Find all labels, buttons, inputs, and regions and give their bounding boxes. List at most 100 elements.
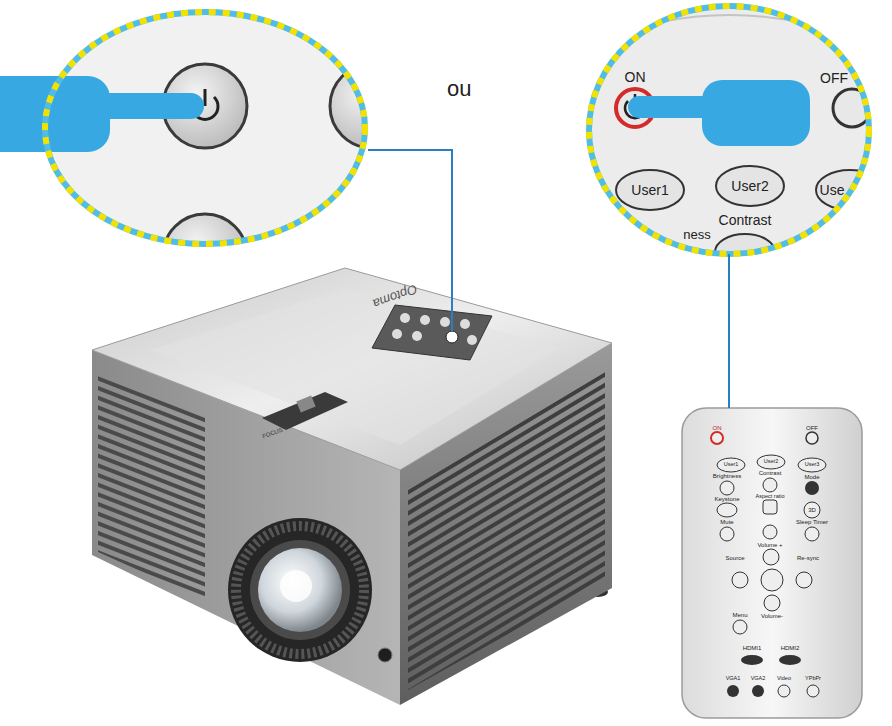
remote-button [717, 503, 737, 517]
button-label: User3 [805, 462, 820, 468]
button-label: Source [725, 555, 744, 561]
keypad-button [467, 335, 477, 345]
button-label: Use [820, 183, 845, 197]
on-button [711, 432, 723, 444]
user-button [616, 170, 684, 210]
button-label: Mode [804, 474, 819, 480]
keypad-button [163, 214, 247, 298]
callout-border [45, 12, 365, 244]
source-button [807, 685, 819, 697]
callout-border [589, 6, 869, 254]
button-label: Sleep Timer [796, 519, 828, 525]
button-label: OFF [820, 71, 848, 85]
zoom-callout-keypad [0, 8, 452, 332]
button-label: Volume + [757, 542, 782, 548]
callout-border [589, 6, 869, 254]
brand-logo: Optoma [371, 282, 419, 310]
leader-line [368, 150, 452, 332]
keypad-panel [372, 305, 492, 360]
keypad-button [420, 315, 430, 325]
button-label: ON [713, 425, 722, 431]
button-label: Re-sync [797, 555, 819, 561]
button-label: YPbPr [805, 676, 821, 682]
source-button [752, 685, 764, 697]
lens-glass [258, 548, 342, 632]
focus-ring [236, 526, 364, 654]
remote-button [805, 481, 819, 495]
lens-housing [228, 518, 372, 662]
zoom-callout: ONOFFUser1User2UseContrastness [589, 6, 869, 254]
conjunction-text: ou [447, 78, 471, 100]
remote-button [805, 527, 819, 541]
button-label: Contrast [719, 213, 772, 227]
projector-top [92, 268, 612, 470]
power-icon [204, 89, 207, 106]
button-label: Keystone [714, 496, 739, 502]
zoom-callout-remote [585, 4, 884, 270]
button-label: HDMI1 [743, 645, 762, 651]
menu-button [733, 620, 747, 634]
nav-button [763, 549, 779, 565]
button-label: Mute [720, 519, 733, 525]
keypad-button [330, 64, 414, 148]
keypad-button [440, 317, 450, 327]
button-label: VGA1 [726, 676, 741, 682]
hand-finger [88, 93, 204, 119]
button-label: Volume- [761, 613, 783, 619]
source-button [778, 685, 790, 697]
button-label: Brightness [713, 473, 741, 479]
remote-control-body [682, 408, 862, 718]
callout-border [45, 12, 365, 244]
user-button [798, 458, 826, 472]
top-panel [150, 288, 560, 445]
remote-button [763, 525, 777, 539]
remote-button [720, 481, 734, 495]
pointing-hand [0, 76, 204, 152]
power-key [446, 331, 458, 343]
off-button [806, 432, 818, 444]
lens-glare [280, 570, 312, 602]
user-button [717, 458, 745, 472]
keypad-button [460, 319, 470, 329]
remote-surface [585, 4, 875, 258]
remote-button [763, 500, 777, 514]
source-button [727, 685, 739, 697]
vent-grille [98, 372, 205, 600]
user-button [757, 455, 785, 469]
remote-control: ON OFF User1 User2User3Brightness ContrastMo… [682, 408, 862, 718]
button-label: Video [777, 676, 791, 682]
user-button [716, 166, 784, 206]
nav-button [796, 572, 812, 588]
button-label: Aspect ratio [755, 494, 784, 500]
lens-ring [250, 540, 350, 640]
focus-slider [262, 392, 348, 430]
keypad-button [392, 329, 402, 339]
enter-button [761, 569, 783, 591]
remote-button [804, 502, 820, 518]
remote-shell [682, 408, 862, 718]
nav-button [732, 572, 748, 588]
button-label: User1 [724, 462, 739, 468]
remote-button [720, 527, 734, 541]
button-label: User2 [764, 459, 779, 465]
keypad-button [400, 313, 410, 323]
hand-fist [702, 80, 810, 146]
button-label: Contrast [759, 470, 782, 476]
button-label: User1 [631, 183, 668, 197]
button-label: ON [625, 70, 646, 84]
source-button [741, 655, 763, 665]
focus-label: FOCUS [262, 427, 284, 440]
projector [92, 268, 612, 705]
button-label: ness [683, 228, 710, 241]
focus-knob [296, 395, 315, 412]
button-label: OFF [806, 425, 818, 431]
button-label: 3D [808, 507, 816, 513]
button-label: HDMI2 [781, 645, 800, 651]
pointing-hand [628, 80, 810, 146]
button-label: VGA2 [751, 676, 766, 682]
nav-button [764, 595, 780, 611]
keypad-button [412, 331, 422, 341]
